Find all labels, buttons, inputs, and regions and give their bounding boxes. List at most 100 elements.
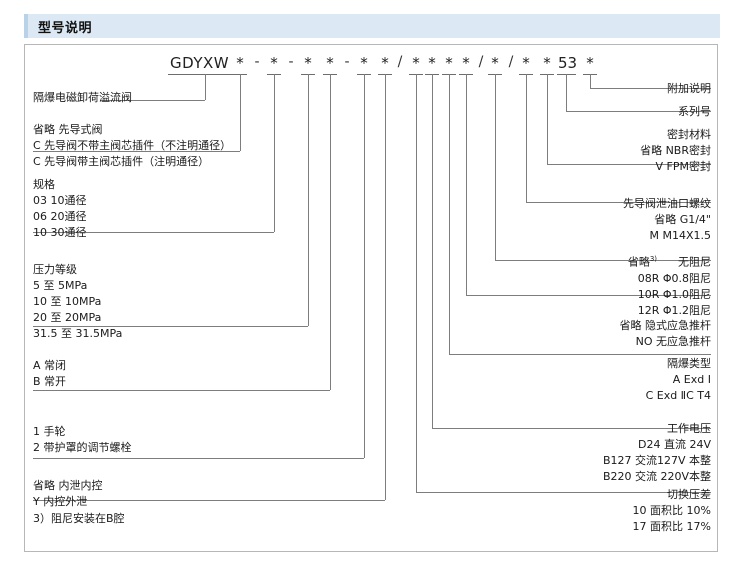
- description-line: 03 10通径: [33, 194, 87, 207]
- leader-hline: [33, 232, 274, 233]
- leader-hline: [547, 164, 711, 165]
- model-code-token: *: [304, 54, 312, 72]
- description-line: 隔爆电磁卸荷溢流阀: [33, 91, 132, 104]
- description-line: 附加说明: [667, 82, 711, 95]
- footnote: 3）阻尼安装在B腔: [33, 512, 125, 525]
- leader-vline: [274, 74, 275, 232]
- right-block-additional-note: 附加说明: [667, 81, 711, 97]
- description-line: 31.5 至 31.5MPa: [33, 327, 123, 340]
- header-accent-bar: [24, 14, 28, 38]
- description-line: 省略 先导式阀: [33, 123, 103, 136]
- description-line: M M14X1.5: [649, 229, 711, 242]
- description-line: 2 带护罩的调节螺栓: [33, 441, 132, 454]
- leader-vline: [240, 74, 241, 151]
- description-line: 08R Φ0.8阻尼: [637, 271, 711, 285]
- description-line: B127 交流127V 本整: [602, 454, 711, 467]
- leader-hline: [449, 354, 711, 355]
- description-line: 5 至 5MPa: [33, 279, 88, 292]
- leader-vline: [416, 74, 417, 492]
- leader-hline: [495, 260, 711, 261]
- left-block-pilot-type: 省略 先导式阀 C 先导阀不带主阀芯插件（不注明通径） C 先导阀带主阀芯插件（注明…: [33, 122, 231, 170]
- description-line: B220 交流 220V本整: [602, 470, 711, 483]
- description-line: 10 30通径: [33, 226, 87, 239]
- model-code-token: *: [543, 54, 551, 72]
- right-block-series-number: 系列号: [678, 104, 711, 120]
- description-line: B 常开: [33, 375, 67, 388]
- description-line: 省略3) 无阻尼: [627, 255, 711, 269]
- leader-vline: [330, 74, 331, 390]
- leader-vline: [590, 74, 591, 88]
- description-line: 10 至 10MPa: [33, 295, 102, 308]
- description-line: C Exd ⅡC T4: [645, 389, 711, 402]
- model-code-token: *: [270, 54, 278, 72]
- model-code-token: *: [360, 54, 368, 72]
- description-line: Y 内控外泄: [33, 495, 88, 508]
- leader-vline: [432, 74, 433, 428]
- model-code-token: /: [397, 54, 403, 70]
- leader-vline: [308, 74, 309, 326]
- description-line: 省略 G1/4": [654, 213, 711, 226]
- leader-hline: [416, 492, 711, 493]
- leader-hline: [33, 151, 240, 152]
- description-line: NO 无应急推杆: [635, 335, 711, 348]
- leader-hline: [432, 428, 711, 429]
- description-line: 先导阀泄油口螺纹: [623, 197, 711, 210]
- leader-vline: [566, 74, 567, 111]
- description-line: 10R Φ1.0阻尼: [637, 287, 711, 301]
- leader-hline: [590, 88, 711, 89]
- description-line: 压力等级: [33, 263, 77, 276]
- model-code-token: *: [412, 54, 420, 72]
- model-code-token: *: [326, 54, 334, 72]
- description-line: 隔爆类型: [667, 357, 711, 370]
- leader-vline: [547, 74, 548, 164]
- description-line: C 先导阀带主阀芯插件（注明通径）: [33, 155, 210, 168]
- description-line: 省略 NBR密封: [640, 144, 711, 157]
- leader-vline: [385, 74, 386, 500]
- description-line: 1 手轮: [33, 425, 66, 438]
- model-code-token: *: [445, 54, 453, 72]
- leader-vline: [495, 74, 496, 260]
- description-line: V FPM密封: [655, 160, 711, 173]
- description-line: 12R Φ1.2阻尼: [637, 303, 711, 317]
- description-line: 省略 内泄内控: [33, 479, 103, 492]
- model-code-token: *: [428, 54, 436, 72]
- diagram-frame: [24, 44, 718, 552]
- leader-hline: [33, 390, 330, 391]
- leader-hline: [526, 202, 711, 203]
- model-code-token: *: [462, 54, 470, 72]
- right-block-pilot-drain-thread: 先导阀泄油口螺纹省略 G1/4" M M14X1.5: [623, 196, 711, 244]
- page-title: 型号说明: [38, 21, 93, 36]
- description-line: 切换压差: [667, 488, 711, 501]
- leader-product-name: [100, 100, 205, 101]
- description-line: C 先导阀不带主阀芯插件（不注明通径）: [33, 139, 232, 152]
- left-block-product-name: 隔爆电磁卸荷溢流阀: [33, 90, 132, 106]
- left-block-adjust-type: 1 手轮 2 带护罩的调节螺栓: [33, 424, 132, 456]
- right-block-damping: 省略3) 无阻尼 08R Φ0.8阻尼 10R Φ1.0阻尼 12R Φ1.2阻尼: [628, 251, 711, 319]
- model-code-token: /: [508, 54, 514, 70]
- description-line: 06 20通径: [33, 210, 87, 223]
- model-code-token: 53: [558, 54, 578, 72]
- model-code-token: *: [586, 54, 594, 72]
- leader-vline: [364, 74, 365, 458]
- model-code-prefix: GDYXW: [170, 54, 230, 72]
- leader-hline: [33, 458, 364, 459]
- leader-product-name: [205, 74, 206, 100]
- model-code-token: -: [254, 54, 260, 70]
- leader-hline: [33, 326, 308, 327]
- model-code-token: *: [381, 54, 389, 72]
- description-line: 10 面积比 10%: [632, 504, 711, 517]
- leader-hline: [33, 500, 385, 501]
- description-line: 系列号: [678, 105, 711, 118]
- description-line: D24 直流 24V: [638, 438, 711, 451]
- model-code-token: *: [491, 54, 499, 72]
- leader-hline: [466, 295, 711, 296]
- leader-vline: [449, 74, 450, 354]
- description-line: 17 面积比 17%: [632, 520, 711, 533]
